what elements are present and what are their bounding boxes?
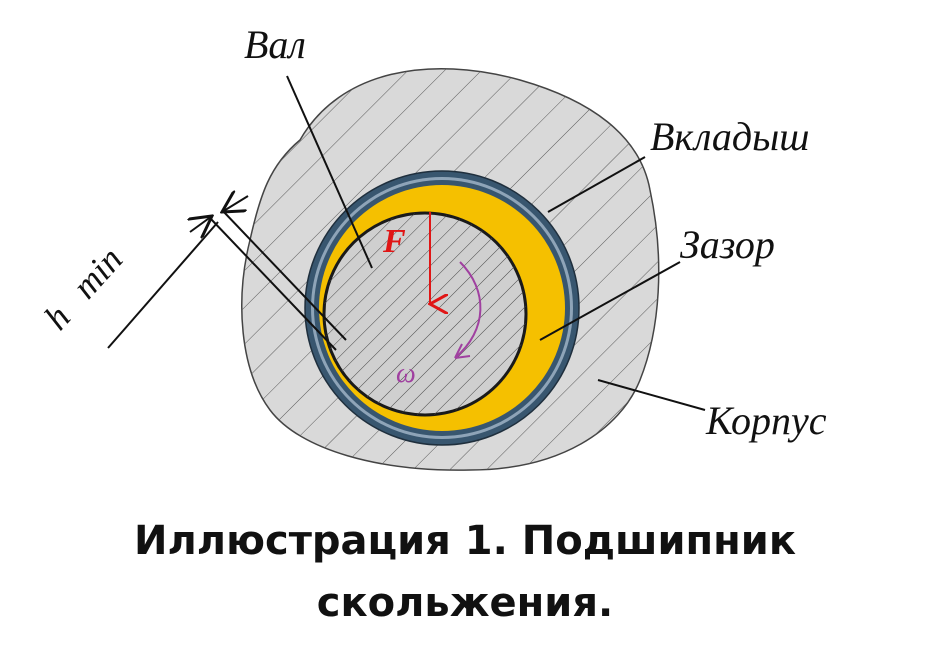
svg-text:min: min xyxy=(64,239,130,306)
force-label: F xyxy=(382,223,406,260)
shaft-leader xyxy=(286,75,373,269)
caption-line-2: скольжения. xyxy=(316,580,614,626)
omega-arrowhead xyxy=(454,343,471,359)
housing-leader xyxy=(597,379,706,411)
hmin-arrow-left xyxy=(190,216,212,232)
gap-leader xyxy=(539,261,681,341)
hmin-arrow-right xyxy=(222,196,249,212)
housing-label: Корпус xyxy=(705,398,827,443)
hmin-extension-1 xyxy=(209,217,337,351)
hmin-extension-2 xyxy=(221,209,347,341)
omega-label: ω xyxy=(396,358,416,389)
figure-caption: Иллюстрация 1. Подшипник скольжения. xyxy=(0,510,930,634)
shaft-label: Вал xyxy=(244,22,306,67)
hmin-leader xyxy=(107,221,219,349)
hmin-label: h min xyxy=(36,239,130,337)
omega-arrow xyxy=(454,261,482,359)
liner-label: Вкладыш xyxy=(650,114,809,159)
shaft xyxy=(322,211,528,417)
caption-line-1: Иллюстрация 1. Подшипник xyxy=(134,518,796,564)
liner-leader xyxy=(547,156,646,213)
svg-text:h: h xyxy=(36,297,78,337)
gap-label: Зазор xyxy=(680,222,775,267)
